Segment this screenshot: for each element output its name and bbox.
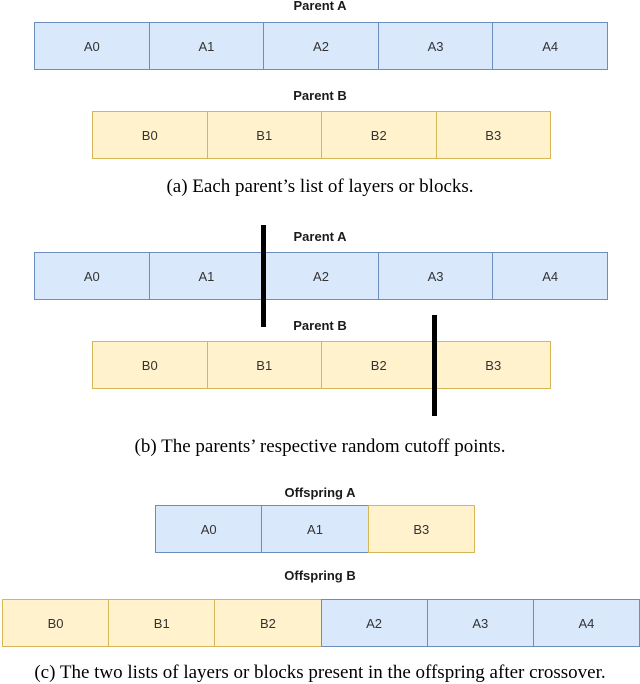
block-a4: A4: [492, 252, 608, 300]
block-a0: A0: [34, 252, 150, 300]
offspring-a-label: Offspring A: [284, 485, 356, 500]
offspring-b-block-list: B0 B1 B2 A2 A3 A4: [2, 599, 640, 647]
block-a1: A1: [261, 505, 369, 553]
block-a2: A2: [263, 252, 379, 300]
block-a2: A2: [320, 599, 428, 647]
block-a1: A1: [148, 252, 265, 300]
parent-b-block-list: B0 B1 B2 B3: [92, 111, 551, 159]
parent-a-label: Parent A: [293, 0, 347, 13]
block-a2: A2: [263, 22, 379, 70]
offspring-a-block-list: A0 A1 B3: [155, 505, 475, 553]
block-b1: B1: [108, 599, 216, 647]
block-a1: A1: [148, 22, 265, 70]
block-b0: B0: [2, 599, 110, 647]
block-b2: B2: [321, 111, 437, 159]
block-a3: A3: [377, 22, 494, 70]
caption-b: (b) The parents’ respective random cutof…: [134, 436, 506, 457]
block-a0: A0: [34, 22, 150, 70]
block-b1: B1: [206, 341, 322, 389]
parent-b-block-list: B0 B1 B2 B3: [92, 341, 551, 389]
caption-a: (a) Each parent’s list of layers or bloc…: [166, 176, 474, 197]
block-b1: B1: [206, 111, 322, 159]
block-b2: B2: [214, 599, 322, 647]
block-a3: A3: [426, 599, 534, 647]
block-b0: B0: [92, 111, 208, 159]
parent-a-block-list: A0 A1 A2 A3 A4: [34, 22, 608, 70]
block-a4: A4: [532, 599, 640, 647]
parent-a-cutoff-line: [261, 225, 266, 327]
parent-a-block-list: A0 A1 A2 A3 A4: [34, 252, 608, 300]
block-b2: B2: [321, 341, 437, 389]
parent-b-label: Parent B: [293, 318, 347, 333]
caption-c: (c) The two lists of layers or blocks pr…: [34, 662, 606, 683]
block-a0: A0: [155, 505, 263, 553]
block-a4: A4: [492, 22, 608, 70]
block-b3: B3: [367, 505, 475, 553]
block-a3: A3: [377, 252, 494, 300]
block-b0: B0: [92, 341, 208, 389]
offspring-b-label: Offspring B: [284, 568, 356, 583]
parent-b-label: Parent B: [293, 88, 347, 103]
block-b3: B3: [435, 341, 551, 389]
parent-b-cutoff-line: [432, 315, 437, 416]
parent-a-label: Parent A: [293, 229, 347, 244]
block-b3: B3: [435, 111, 551, 159]
